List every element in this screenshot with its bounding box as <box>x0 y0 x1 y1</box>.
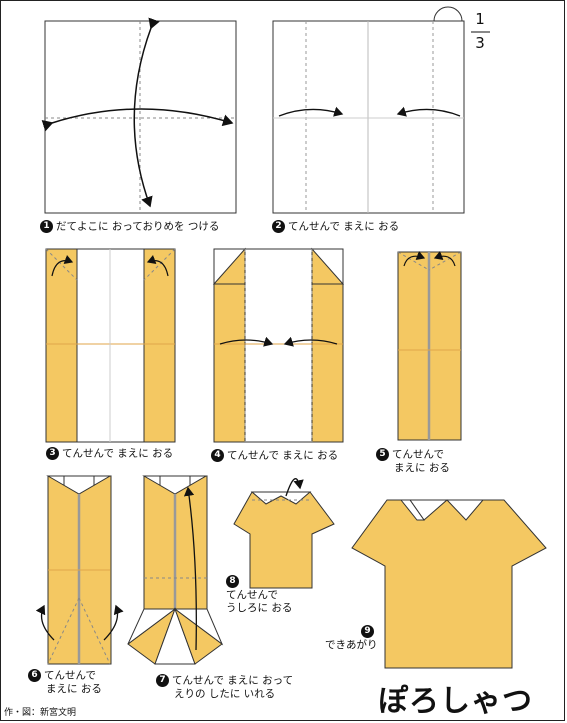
step-2-text: てんせんで まえに おる <box>288 220 400 233</box>
page-title: ぽろしゃつ <box>378 684 533 719</box>
credit-text: 作・図：新宮文明 <box>4 708 77 718</box>
step-8-line2: うしろに おる <box>226 601 293 614</box>
step-3-text: てんせんで まえに おる <box>62 447 174 460</box>
step-4-figure <box>212 247 345 443</box>
page-denominator: 3 <box>475 34 485 52</box>
step-8-line1: てんせんで <box>226 588 278 601</box>
step-6-line2: まえに おる <box>46 682 102 695</box>
step-1-number: 1 <box>40 220 53 233</box>
step-6-line1: てんせんで <box>44 669 96 682</box>
step-7-line2: えりの したに いれる <box>174 687 276 700</box>
step-6-number: 6 <box>28 669 41 682</box>
step-4-text: てんせんで まえに おる <box>227 449 339 462</box>
step-9-number: 9 <box>361 625 374 638</box>
step-5-figure <box>397 250 462 441</box>
step-3-figure <box>45 248 176 443</box>
step-2-figure <box>272 6 465 214</box>
step-2-number: 2 <box>272 220 285 233</box>
step-9-figure <box>351 499 547 669</box>
step-5-number: 5 <box>376 448 389 461</box>
step-1-figure <box>41 17 237 214</box>
step-5-line1: てんせんで <box>392 448 444 461</box>
step-1-text: だてよこに おっておりめを つける <box>56 220 220 233</box>
step-8-figure <box>233 478 335 589</box>
step-8-number: 8 <box>226 575 239 588</box>
step-5-line2: まえに おる <box>394 461 450 474</box>
step-7-figure <box>127 475 224 665</box>
step-7-number: 7 <box>156 674 169 687</box>
step-3-number: 3 <box>46 447 59 460</box>
page-numerator: 1 <box>475 10 485 28</box>
step-9-text: できあがり <box>325 638 378 651</box>
step-4-number: 4 <box>211 449 224 462</box>
step-7-line1: てんせんで まえに おって <box>172 674 294 687</box>
step-6-figure <box>35 475 124 665</box>
